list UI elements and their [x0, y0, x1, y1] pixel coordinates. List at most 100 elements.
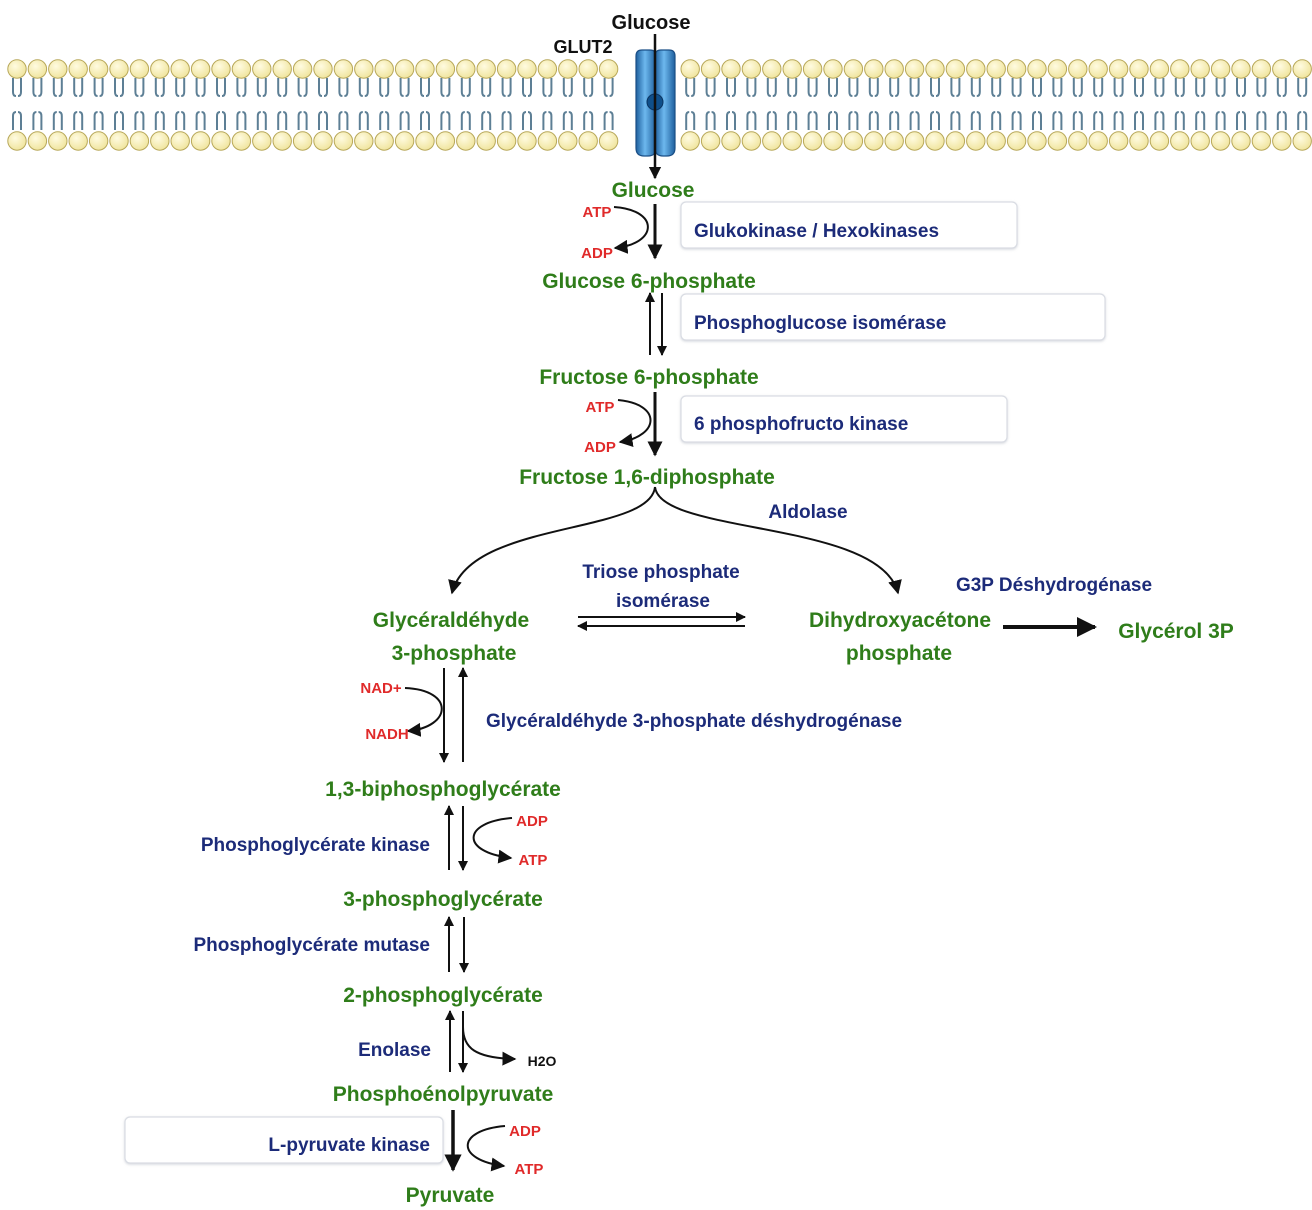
metabolite-g6p: Glucose 6-phosphate [542, 270, 756, 293]
enzyme-aldolase: Aldolase [768, 502, 847, 523]
phospholipid-icon [680, 59, 700, 151]
enzyme-pgk: Phosphoglycérate kinase [201, 835, 430, 856]
pgk-cofactor-out: ATP [519, 852, 548, 869]
phospholipid-icon [721, 59, 741, 151]
aldolase-arrow-to-gap [448, 486, 656, 595]
phospholipid-icon [129, 59, 150, 151]
gapdh-cofactor-out: NADH [365, 726, 408, 743]
phospholipid-icon [1047, 59, 1068, 151]
phospholipid-icon [1068, 59, 1088, 151]
phospholipid-icon [1272, 59, 1292, 151]
pk-cofactor-arrow [466, 1125, 506, 1172]
phospholipid-icon [333, 59, 354, 151]
enzyme-enolase: Enolase [358, 1040, 431, 1061]
cell-membrane [7, 59, 1312, 151]
phospholipid-icon [1210, 59, 1231, 151]
enzyme-pk: L-pyruvate kinase [268, 1135, 430, 1156]
metabolite-f16bp: Fructose 1,6-diphosphate [519, 466, 775, 489]
phospholipid-icon [211, 59, 231, 151]
phospholipid-icon [843, 59, 864, 151]
metabolite-glycerol3p: Glycérol 3P [1118, 620, 1234, 643]
phospholipid-icon [68, 59, 88, 151]
enzyme-glucokinase: Glukokinase / Hexokinases [694, 221, 939, 242]
phospholipid-icon [435, 59, 456, 151]
phospholipid-icon [1292, 59, 1312, 151]
aldolase-arrow-to-dhap [654, 486, 902, 595]
phospholipid-icon [1190, 59, 1210, 151]
metabolite-pyruvate: Pyruvate [406, 1184, 495, 1207]
phospholipid-icon [374, 59, 394, 151]
enzyme-g3pdh: G3P Déshydrogénase [956, 575, 1152, 596]
phospholipid-icon [1006, 59, 1027, 151]
metabolite-gap-line2: 3-phosphate [392, 642, 517, 665]
phospholipid-icon [496, 59, 517, 151]
phospholipid-icon [88, 59, 109, 151]
phospholipid-icon [864, 59, 884, 151]
phospholipid-icon [762, 59, 782, 151]
enzyme-pfk: 6 phosphofructo kinase [694, 414, 908, 435]
phospholipid-icon [27, 59, 48, 151]
metabolite-dhap-line1: Dihydroxyacétone [809, 609, 991, 632]
phospholipid-icon [1108, 59, 1129, 151]
phospholipid-icon [292, 59, 313, 151]
phospholipid-icon [170, 59, 190, 151]
phospholipid-icon [1251, 59, 1272, 151]
metabolite-3pg: 3-phosphoglycérate [343, 888, 543, 911]
enzyme-box-pk [124, 1116, 444, 1164]
phospholipid-icon [884, 59, 904, 151]
phospholipid-icon [598, 59, 619, 151]
phospholipid-icon [415, 59, 435, 151]
phospholipid-icon [537, 59, 558, 151]
pgk-cofactor-in: ADP [516, 813, 548, 830]
pfk-cofactor-in: ATP [586, 399, 615, 416]
metabolite-2pg: 2-phosphoglycérate [343, 984, 543, 1007]
phospholipid-icon [945, 59, 966, 151]
phospholipid-icon [1231, 59, 1251, 151]
hk-cofactor-in: ATP [583, 204, 612, 221]
enolase-water-arrow [462, 1026, 517, 1066]
phospholipid-icon [741, 59, 762, 151]
enolase-water-label: H2O [528, 1053, 557, 1069]
metabolite-dhap-line2: phosphate [846, 642, 952, 665]
hk-cofactor-arrow [613, 206, 649, 254]
phospholipid-icon [394, 59, 415, 151]
phospholipid-icon [1149, 59, 1170, 151]
metabolite-13bpg: 1,3-biphosphoglycérate [325, 778, 561, 801]
phospholipid-icon [150, 59, 170, 151]
phospholipid-icon [313, 59, 333, 151]
phospholipid-icon [48, 59, 68, 151]
phospholipid-icon [1170, 59, 1190, 151]
phospholipid-icon [578, 59, 598, 151]
phospholipid-icon [925, 59, 945, 151]
enzyme-gapdh: Glycéraldéhyde 3-phosphate déshydrogénas… [486, 711, 902, 732]
phospholipid-icon [354, 59, 374, 151]
enzyme-pgm: Phosphoglycérate mutase [193, 935, 430, 956]
phospholipid-icon [517, 59, 537, 151]
phospholipid-icon [231, 59, 252, 151]
phospholipid-icon [904, 59, 925, 151]
pgk-cofactor-arrow [472, 817, 513, 864]
phospholipid-icon [272, 59, 292, 151]
phospholipid-icon [252, 59, 272, 151]
phospholipid-icon [823, 59, 843, 151]
phospholipid-icon [802, 59, 823, 151]
phospholipid-icon [558, 59, 578, 151]
glut2-transporter-icon [635, 49, 676, 157]
pfk-cofactor-out: ADP [584, 439, 616, 456]
glut2-label: GLUT2 [553, 37, 612, 57]
phospholipid-icon [966, 59, 986, 151]
enzyme-tpi-line1: Triose phosphate [582, 562, 739, 583]
phospholipid-icon [7, 59, 27, 151]
glucose-outside-label: Glucose [612, 12, 691, 34]
phospholipid-icon [1129, 59, 1149, 151]
pk-cofactor-in: ADP [509, 1123, 541, 1140]
enzyme-box-glucokinase [680, 201, 1018, 249]
enzyme-box-pfk [680, 395, 1008, 443]
phospholipid-icon [476, 59, 496, 151]
phospholipid-icon [190, 59, 211, 151]
enzyme-pgi: Phosphoglucose isomérase [694, 313, 946, 334]
enzyme-box-pgi [680, 293, 1106, 341]
phospholipid-icon [700, 59, 721, 151]
phospholipid-icon [456, 59, 476, 151]
